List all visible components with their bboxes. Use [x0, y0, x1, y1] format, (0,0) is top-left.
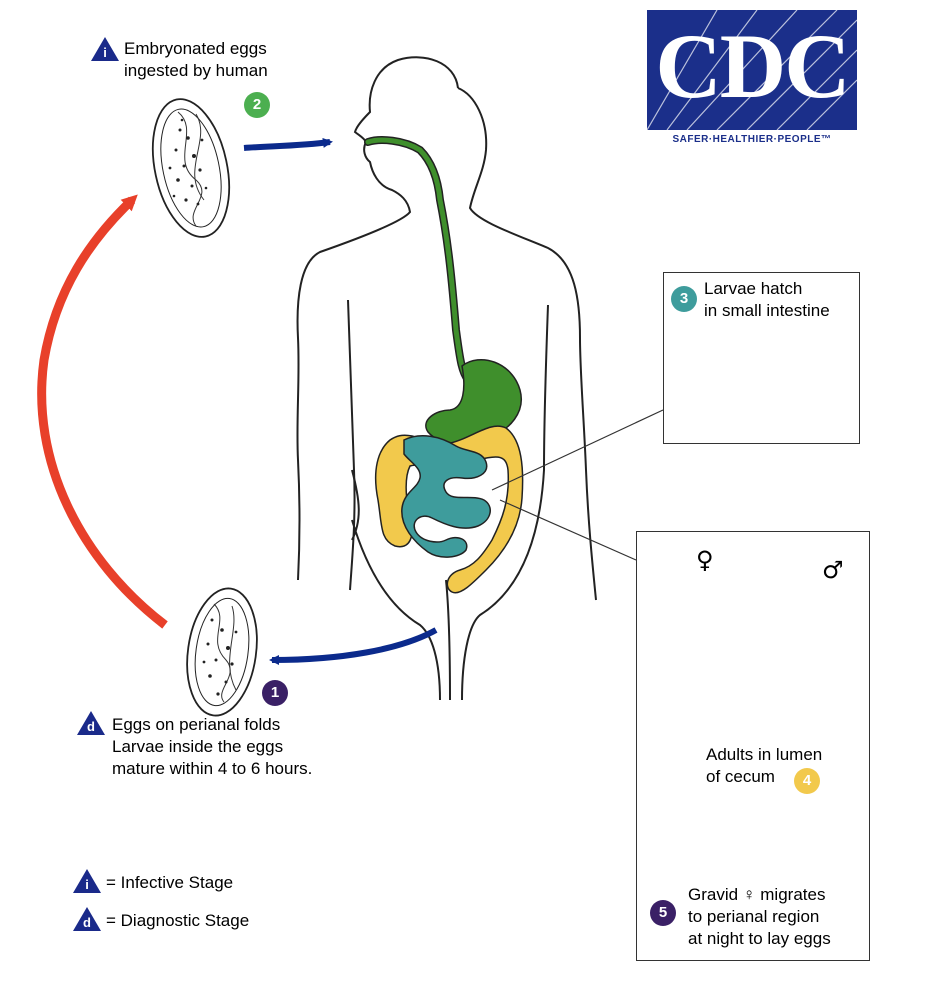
stage-2-badge: 2 [244, 92, 270, 118]
stage-5-badge: 5 [650, 900, 676, 926]
pointer-line-adults [499, 499, 637, 561]
cdc-logo-text: CDC [655, 15, 850, 117]
male-symbol: ♂ [822, 556, 844, 584]
colon [374, 425, 524, 594]
stage-3-badge: 3 [671, 286, 697, 312]
infective-stage-icon: i [90, 36, 120, 62]
arrow-body-to-eggs [269, 627, 438, 665]
female-symbol: ♀ [696, 546, 714, 574]
stage-1-label: Eggs on perianal folds Larvae inside the… [112, 715, 313, 778]
legend-diagnostic-icon: d [72, 906, 102, 932]
stage-5-label: Gravid ♀ migrates to perianal region at … [688, 885, 831, 948]
diagnostic-stage-icon: d [76, 710, 106, 736]
small-intestine [401, 434, 491, 558]
arrow-cycle-red [37, 194, 168, 629]
stage-4-badge: 4 [794, 768, 820, 794]
cdc-logo: CDC SAFER·HEALTHIER·PEOPLE™ [647, 10, 857, 152]
human-body-outline [296, 56, 597, 701]
legend-infective-label: = Infective Stage [106, 873, 234, 892]
legend-infective-icon: i [72, 868, 102, 894]
stage-3-label: Larvae hatch in small intestine [704, 279, 830, 320]
stage-1-badge: 1 [262, 680, 288, 706]
arrow-egg-to-mouth [243, 137, 333, 151]
perianal-egg [186, 587, 258, 717]
adults-box [636, 531, 870, 961]
stage-2-label: Embryonated eggs ingested by human [124, 39, 268, 80]
cdc-logo-tagline: SAFER·HEALTHIER·PEOPLE™ [672, 134, 832, 145]
embryonated-egg [151, 98, 231, 238]
legend-diagnostic-label: = Diagnostic Stage [106, 911, 250, 930]
stage-4-label: Adults in lumen of cecum [706, 745, 823, 786]
esophagus [364, 136, 474, 386]
pointer-line-hatch [491, 409, 664, 491]
